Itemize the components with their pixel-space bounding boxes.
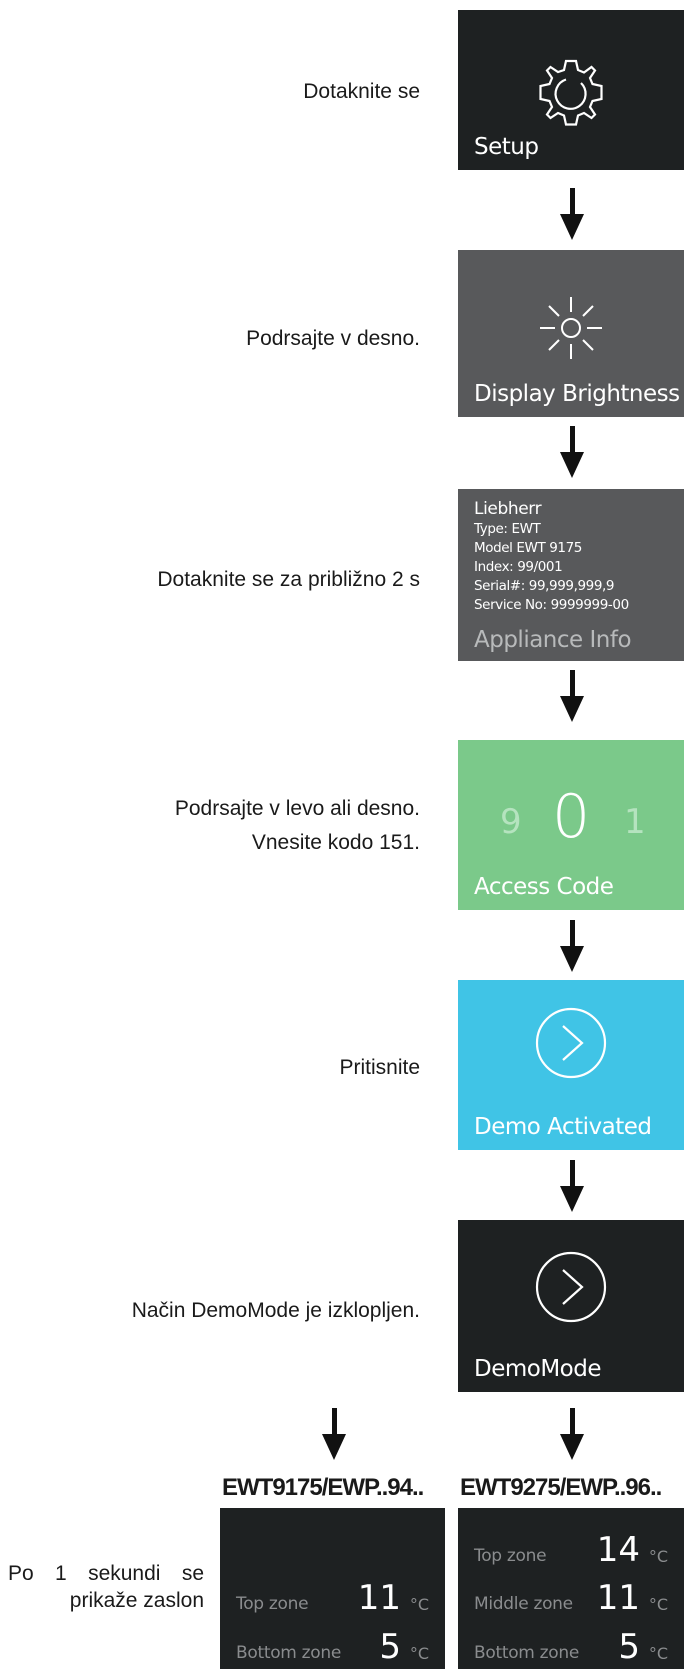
zone-name: Bottom zone xyxy=(236,1643,342,1663)
code-digit-current[interactable]: 0 xyxy=(552,782,591,852)
zone-unit: °C xyxy=(409,1644,429,1663)
info-service-no: Service No: 9999999-00 xyxy=(474,597,629,613)
arrow-down-icon xyxy=(560,920,584,972)
zone-temperature: 5 xyxy=(379,1627,401,1667)
instruction-text: Podrsajte v desno. xyxy=(246,327,420,350)
tile-label: DemoMode xyxy=(474,1356,602,1382)
zone-unit: °C xyxy=(648,1547,668,1566)
zone-temperature: 5 xyxy=(618,1627,640,1667)
play-circle-icon[interactable] xyxy=(458,1248,684,1326)
zone-unit: °C xyxy=(648,1595,668,1614)
zone-row-middle: Middle zone 11 °C xyxy=(474,1578,668,1618)
arrow-down-icon xyxy=(560,1160,584,1212)
zone-temperature: 11 xyxy=(596,1578,640,1618)
info-index: Index: 99/001 xyxy=(474,559,563,575)
gear-icon xyxy=(458,55,684,135)
zone-row-bottom: Bottom zone 5 °C xyxy=(236,1627,429,1667)
tile-label: Access Code xyxy=(474,874,614,900)
instruction-final: Po 1 sekundi se prikaže zaslon xyxy=(8,1560,204,1614)
display-brightness-tile[interactable]: Display Brightness xyxy=(458,250,684,417)
tile-label: Display Brightness xyxy=(474,381,680,407)
zone-name: Top zone xyxy=(236,1594,309,1614)
sun-icon xyxy=(458,288,684,368)
zone-name: Top zone xyxy=(474,1546,547,1566)
instruction-text: Dotaknite se xyxy=(303,80,420,103)
appliance-info-details: Liebherr Type: EWT Model EWT 9175 Index:… xyxy=(474,498,629,615)
zone-row-top: Top zone 14 °C xyxy=(474,1530,668,1570)
info-brand: Liebherr xyxy=(474,499,542,519)
arrow-down-icon xyxy=(560,1408,584,1460)
zone-row-bottom: Bottom zone 5 °C xyxy=(474,1627,668,1667)
display-screen-three-zone: Top zone 14 °C Middle zone 11 °C Bottom … xyxy=(458,1508,684,1669)
instruction-step-3: Dotaknite se za približno 2 s xyxy=(20,563,420,597)
demo-activated-tile[interactable]: Demo Activated xyxy=(458,980,684,1150)
zone-name: Middle zone xyxy=(474,1594,573,1614)
zone-temperature: 14 xyxy=(596,1530,640,1570)
zone-unit: °C xyxy=(648,1644,668,1663)
instruction-step-1: Dotaknite se xyxy=(20,75,420,109)
code-digit-previous[interactable]: 9 xyxy=(500,802,522,842)
instruction-step-2: Podrsajte v desno. xyxy=(20,322,420,356)
tile-label: Setup xyxy=(474,134,539,160)
instruction-text-line-2: prikaže zaslon xyxy=(69,1589,204,1612)
access-code-tile[interactable]: 9 0 1 Access Code xyxy=(458,740,684,910)
zone-temperature: 11 xyxy=(357,1578,401,1618)
setup-tile[interactable]: Setup xyxy=(458,10,684,170)
instruction-step-6: Način DemoMode je izklopljen. xyxy=(20,1294,420,1328)
info-serial: Serial#: 99,999,999,9 xyxy=(474,578,615,594)
instruction-text: Dotaknite se za približno 2 s xyxy=(157,568,420,591)
appliance-info-tile[interactable]: Liebherr Type: EWT Model EWT 9175 Index:… xyxy=(458,489,684,661)
arrow-down-icon xyxy=(560,670,584,722)
info-model: Model EWT 9175 xyxy=(474,540,582,556)
instruction-step-5: Pritisnite xyxy=(20,1051,420,1085)
tile-label: Appliance Info xyxy=(474,627,632,653)
code-digit-next[interactable]: 1 xyxy=(624,802,646,842)
instruction-text-line-1: Po 1 sekundi se xyxy=(8,1562,204,1585)
arrow-down-icon xyxy=(560,188,584,240)
instruction-step-4: Podrsajte v levo ali desno. Vnesite kodo… xyxy=(20,792,420,860)
zone-unit: °C xyxy=(409,1595,429,1614)
instruction-text: Pritisnite xyxy=(339,1056,420,1079)
instruction-text-line-1: Podrsajte v levo ali desno. xyxy=(174,797,420,820)
arrow-down-icon xyxy=(560,426,584,478)
demomode-tile[interactable]: DemoMode xyxy=(458,1220,684,1392)
model-title-9275: EWT9275/EWP..96.. xyxy=(460,1474,662,1501)
play-circle-icon[interactable] xyxy=(458,1004,684,1082)
tile-label: Demo Activated xyxy=(474,1114,652,1140)
instruction-text-line-2: Vnesite kodo 151. xyxy=(251,831,420,854)
zone-row-top: Top zone 11 °C xyxy=(236,1578,429,1618)
instruction-text: Način DemoMode je izklopljen. xyxy=(131,1299,420,1322)
display-screen-two-zone: Top zone 11 °C Bottom zone 5 °C xyxy=(220,1508,445,1669)
model-title-9175: EWT9175/EWP..94.. xyxy=(222,1474,424,1501)
zone-name: Bottom zone xyxy=(474,1643,580,1663)
info-type: Type: EWT xyxy=(474,521,541,537)
arrow-down-icon xyxy=(322,1408,346,1460)
